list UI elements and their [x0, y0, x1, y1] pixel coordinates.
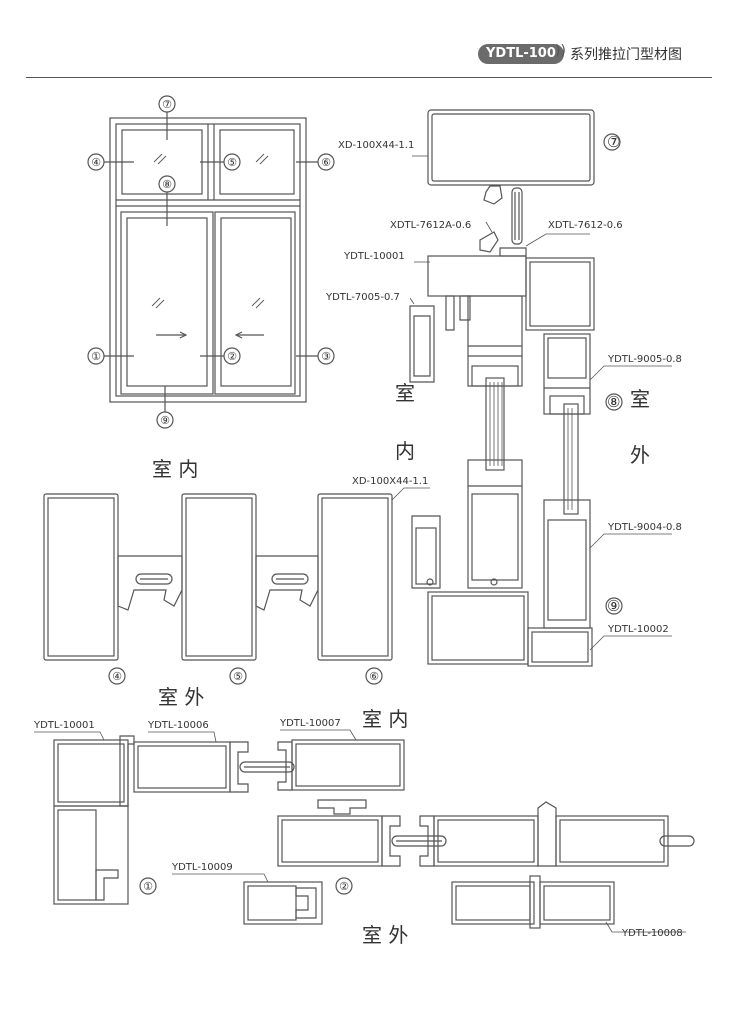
outer-frame: [109, 117, 307, 403]
label-frame-7: XD-100X44-1.1: [338, 140, 414, 151]
glass-unit-right: [563, 403, 579, 515]
bottom-num-1: ①: [143, 880, 153, 893]
lock-stile: [243, 881, 323, 925]
bottom-inside-label: 室 内: [362, 707, 408, 731]
callout-1: ①: [91, 350, 101, 363]
outside-char-2: 外: [630, 443, 650, 467]
horizontal-section-lower: [34, 729, 695, 933]
meeting-stile-right: [539, 881, 615, 925]
meeting-rail-right: [555, 815, 669, 867]
inside-char-1: 室: [395, 381, 415, 405]
vertical-section: [409, 109, 672, 667]
mid-num-6: ⑥: [369, 670, 379, 683]
inside-char-2: 内: [395, 439, 415, 463]
mid-frame-label: XD-100X44-1.1: [352, 476, 428, 487]
label-sill: YDTL-10002: [607, 624, 669, 635]
label-sash-lower: YDTL-9004-0.8: [607, 522, 682, 533]
right-sash: [214, 211, 296, 395]
label-transom: YDTL-10001: [343, 251, 405, 262]
label-jamb: YDTL-10001: [33, 720, 95, 731]
callout-4: ④: [91, 156, 101, 169]
glass-unit-left: [485, 377, 505, 471]
page-header: YDTL-100 )) 系列推拉门型材图: [0, 0, 737, 78]
label-sash-upper: YDTL-9005-0.8: [607, 354, 682, 365]
elevation-callouts: [87, 95, 335, 429]
mid-outside-label: 室 外: [158, 685, 204, 709]
badge-arrows: )): [555, 43, 566, 59]
door-elevation: [87, 95, 335, 429]
head-frame: [427, 109, 595, 186]
label-interlock: YDTL-10006: [147, 720, 209, 731]
meeting-stile-left: [451, 881, 535, 925]
label-meeting: YDTL-10008: [621, 928, 683, 939]
label-bead-a: XDTL-7612A-0.6: [390, 220, 471, 231]
num-7: ⑦: [607, 133, 620, 151]
callout-8: ⑧: [162, 178, 172, 191]
callout-5: ⑤: [227, 156, 237, 169]
jamb: [53, 805, 129, 905]
transom-side: [525, 257, 595, 331]
num-8: ⑧: [607, 393, 620, 411]
label-glazing: YDTL-7005-0.7: [325, 292, 400, 303]
callout-9: ⑨: [160, 414, 170, 427]
bottom-num-2: ②: [339, 880, 349, 893]
brush-seal: [511, 187, 523, 245]
sill-outer: [527, 627, 593, 667]
connector-4-5: [117, 555, 183, 611]
mid-inside-label: 室 内: [152, 457, 198, 481]
callout-6: ⑥: [321, 156, 331, 169]
sash-lower-rail: [467, 459, 523, 589]
bottom-outside-label: 室 外: [362, 923, 408, 947]
callout-7: ⑦: [162, 98, 172, 111]
outside-char-1: 室: [630, 387, 650, 411]
header-rule: [26, 77, 712, 78]
connector-5-6: [255, 555, 319, 611]
mid-num-5: ⑤: [233, 670, 243, 683]
label-lock-stile: YDTL-10009: [171, 862, 233, 873]
page-title: 系列推拉门型材图: [570, 47, 682, 63]
label-stile: YDTL-10007: [279, 718, 341, 729]
label-bead-b: XDTL-7612-0.6: [548, 220, 623, 231]
series-badge: YDTL-100: [478, 44, 564, 64]
callout-3: ③: [321, 350, 331, 363]
num-9: ⑨: [607, 597, 620, 615]
horizontal-section-upper: [43, 487, 430, 685]
mid-num-4: ④: [112, 670, 122, 683]
callout-2: ②: [227, 350, 237, 363]
